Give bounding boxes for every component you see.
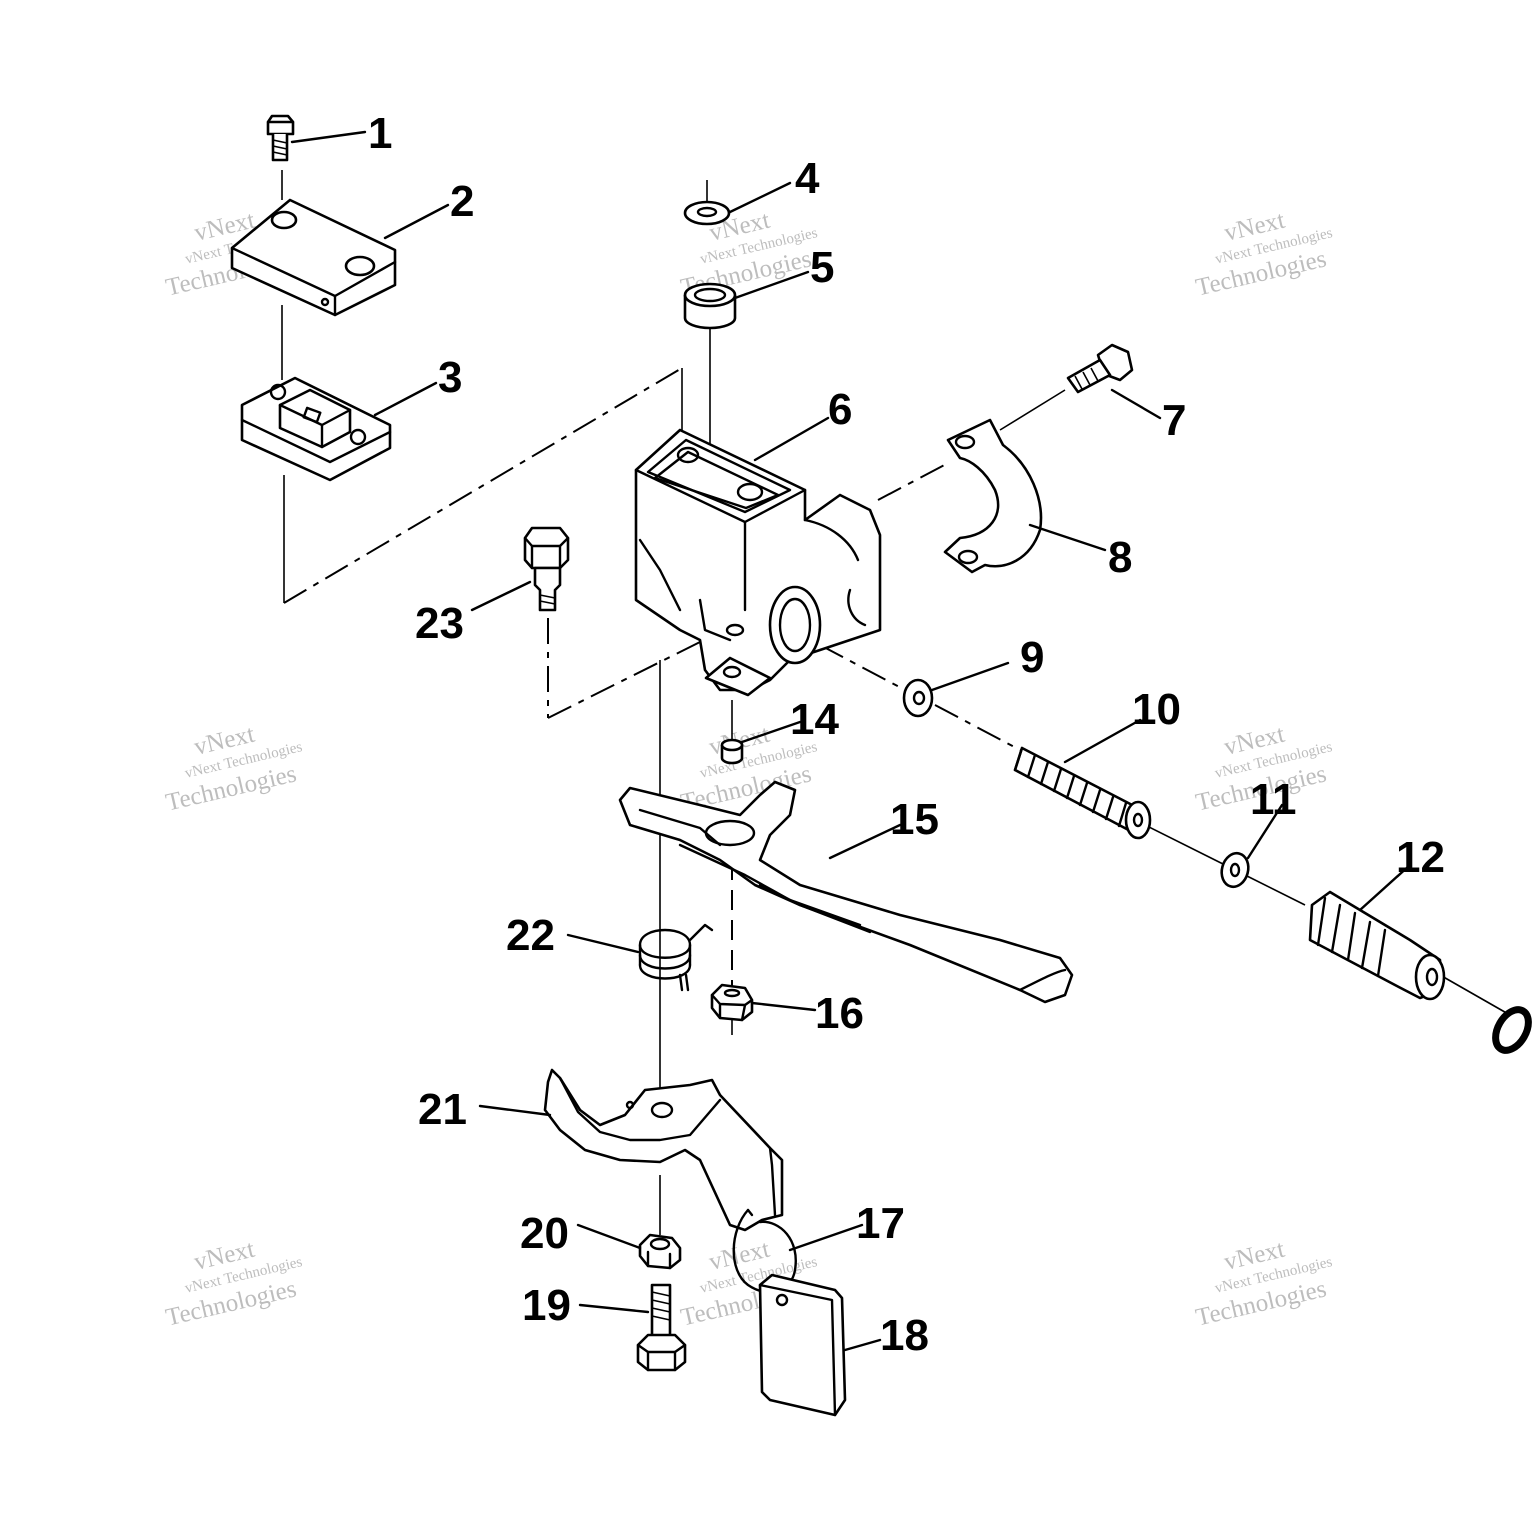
callout-22: 22 — [506, 911, 555, 960]
part-5-bushing — [683, 282, 737, 330]
callout-6: 6 — [828, 385, 852, 434]
callout-23: 23 — [415, 599, 464, 648]
callout-9: 9 — [1020, 633, 1044, 682]
callout-19: 19 — [522, 1281, 571, 1330]
callout-4: 4 — [795, 154, 820, 203]
part-2-reservoir-cover — [230, 198, 397, 317]
part-1-cover-screw — [266, 114, 295, 162]
watermark-bottom-left: vNext vNext Technologies Technologies — [163, 1236, 304, 1332]
callout-17: 17 — [856, 1199, 905, 1248]
callout-11: 11 — [1250, 775, 1297, 824]
callout-12: 12 — [1396, 833, 1445, 882]
part-10-spring — [1013, 746, 1152, 840]
callout-10: 10 — [1132, 685, 1181, 734]
part-9-washer — [902, 678, 934, 718]
part-23-pivot-bolt — [523, 526, 570, 612]
part-4-washer — [683, 200, 731, 226]
callout-2: 2 — [450, 177, 474, 226]
callout-15: 15 — [890, 795, 939, 844]
part-8-handlebar-clamp — [943, 418, 1043, 574]
callout-1: 1 — [368, 109, 392, 158]
part-19-bolt — [636, 1283, 687, 1372]
watermark-top-right: vNext vNext Technologies Technologies — [1193, 207, 1334, 302]
callout-20: 20 — [520, 1209, 569, 1258]
part-20-collar-nut — [638, 1233, 682, 1270]
callout-3: 3 — [438, 353, 462, 402]
part-14-pivot-bushing — [720, 738, 744, 765]
leader-lines — [290, 130, 1412, 1352]
watermark-mid-left: vNext vNext Technologies Technologies — [163, 721, 304, 817]
part-15-brake-lever — [618, 780, 1074, 1004]
part-7-clamp-bolt — [1066, 343, 1134, 394]
callout-14: 14 — [790, 695, 839, 744]
callout-7: 7 — [1162, 396, 1186, 445]
o-ring — [1492, 1006, 1532, 1054]
part-12-piston — [1308, 890, 1446, 1001]
watermark-bottom-right: vNext vNext Technologies Technologies — [1193, 1236, 1334, 1332]
part-22-torsion-spring — [638, 923, 714, 992]
callout-16: 16 — [815, 989, 864, 1038]
part-16-nut — [710, 983, 754, 1022]
part-21-switch-bracket — [543, 1068, 784, 1232]
callout-8: 8 — [1108, 533, 1132, 582]
callout-18: 18 — [880, 1311, 929, 1360]
part-11-washer — [1220, 851, 1250, 889]
part-18-switch-plate — [758, 1273, 847, 1417]
part-6-master-cylinder — [634, 428, 882, 697]
part-3-reservoir-diaphragm — [240, 376, 392, 482]
callout-21: 21 — [418, 1085, 467, 1134]
assembly-axis-lines — [281, 170, 1511, 1235]
callout-5: 5 — [810, 243, 834, 292]
callout-numbers: 1 2 3 4 5 6 7 8 9 10 11 12 14 15 16 17 1… — [368, 109, 1445, 1360]
